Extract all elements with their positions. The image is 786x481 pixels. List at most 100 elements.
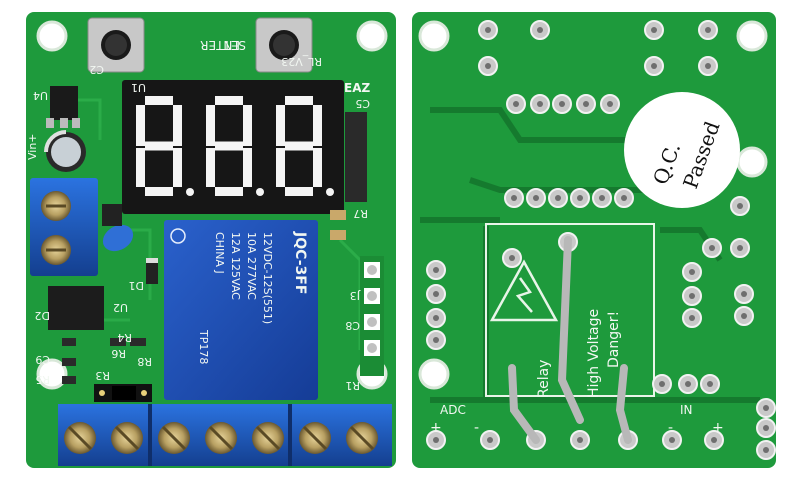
mount-hole xyxy=(736,20,768,52)
label-r3: R3 xyxy=(95,369,110,382)
display-digit xyxy=(136,96,194,196)
solder-pad xyxy=(652,374,672,394)
solder-pad xyxy=(570,188,590,208)
solder-pad xyxy=(702,238,722,258)
relay-line-4: CHINA J xyxy=(213,232,226,274)
screw-slot xyxy=(67,425,93,451)
label-plus-right: + xyxy=(712,420,724,436)
ic-chip xyxy=(345,112,367,202)
regulator-u4 xyxy=(46,86,80,128)
set-button[interactable] xyxy=(87,17,145,73)
label-d1: D1 xyxy=(129,279,144,292)
screw-slot xyxy=(161,425,187,451)
power-terminal xyxy=(30,178,98,276)
display-digit xyxy=(276,96,334,196)
bottom-terminal-block xyxy=(58,404,392,466)
solder-pad xyxy=(552,94,572,114)
reset-button[interactable] xyxy=(255,17,313,73)
header-j3 xyxy=(360,256,384,376)
display-segment xyxy=(276,105,285,146)
solder-pad xyxy=(734,306,754,326)
mount-hole xyxy=(36,20,68,52)
relay-contact-traces xyxy=(508,236,632,444)
relay-model: JQC-3FF xyxy=(292,231,308,294)
display-segment xyxy=(136,148,145,187)
display-segment xyxy=(276,148,285,187)
label-adc: ADC xyxy=(440,403,466,417)
solder-pad xyxy=(502,248,522,268)
display-segment xyxy=(243,105,252,146)
screw-slot xyxy=(302,425,328,451)
solder-pad xyxy=(426,308,446,328)
optocoupler-u2 xyxy=(48,286,104,330)
display-segment xyxy=(215,141,243,151)
display-segment xyxy=(313,105,322,146)
jumper-header[interactable] xyxy=(94,384,152,402)
mount-hole xyxy=(36,358,68,390)
solder-pad xyxy=(530,94,550,114)
label-r8: R8 xyxy=(137,355,152,368)
back-board: Q.C. Passed Relay High Voltage Danger! A… xyxy=(412,12,776,468)
display-dot xyxy=(186,188,194,196)
solder-pad xyxy=(698,20,718,40)
label-plus-left: + xyxy=(430,420,442,436)
display-dot xyxy=(326,188,334,196)
solder-pad xyxy=(662,430,682,450)
solder-pad xyxy=(426,284,446,304)
front-board: ENTER SET RL_V23 EAZ xyxy=(26,12,396,468)
solder-pad xyxy=(614,188,634,208)
solder-pad xyxy=(478,20,498,40)
solder-pad xyxy=(678,374,698,394)
label-r5: R5 xyxy=(35,373,50,386)
display-digits xyxy=(136,96,334,196)
display-segment xyxy=(243,148,252,187)
mount-hole xyxy=(736,146,768,178)
solder-pad xyxy=(592,188,612,208)
label-minus-right: - xyxy=(668,420,673,436)
display-dot xyxy=(256,188,264,196)
solder-pad xyxy=(700,374,720,394)
ceramic-capacitor xyxy=(102,224,134,252)
solder-pad xyxy=(756,418,776,438)
label-c2: C2 xyxy=(89,63,104,76)
label-minus-left: - xyxy=(474,420,479,436)
display-segment xyxy=(173,105,182,146)
screw-slot xyxy=(255,425,281,451)
solder-pad xyxy=(480,430,500,450)
label-d2: D2 xyxy=(35,309,50,322)
smd-components xyxy=(62,210,346,384)
display-segment xyxy=(313,148,322,187)
diode xyxy=(146,258,158,284)
screw-slot xyxy=(208,425,234,451)
solder-pad xyxy=(682,308,702,328)
warning-danger: Danger! xyxy=(606,311,622,368)
solder-pad xyxy=(526,188,546,208)
solder-pad xyxy=(644,56,664,76)
solder-pad xyxy=(530,20,550,40)
display-segment xyxy=(173,148,182,187)
solder-pad xyxy=(548,188,568,208)
seven-segment-display xyxy=(122,80,344,214)
label-u1: U1 xyxy=(131,81,146,94)
label-in: IN xyxy=(680,403,693,417)
solder-pad xyxy=(756,398,776,418)
label-r6: R6 xyxy=(111,347,126,360)
solder-pad xyxy=(704,430,724,450)
model-label: RL_V23 xyxy=(281,55,322,68)
label-j3: J3 xyxy=(350,289,361,302)
label-c9: C9 xyxy=(35,353,50,366)
solder-pad xyxy=(756,440,776,460)
label-r1: R1 xyxy=(345,379,360,392)
display-segment xyxy=(145,187,173,196)
relay-line-3: 12A 125VAC xyxy=(229,232,242,300)
relay-line-5: TP178 xyxy=(197,329,210,364)
solder-pad xyxy=(698,56,718,76)
label-c5: C5 xyxy=(355,97,370,110)
solder-pad xyxy=(506,94,526,114)
label-r4: R4 xyxy=(117,331,132,344)
display-segment xyxy=(215,96,243,105)
solder-pad xyxy=(426,260,446,280)
screw-slot xyxy=(349,425,375,451)
